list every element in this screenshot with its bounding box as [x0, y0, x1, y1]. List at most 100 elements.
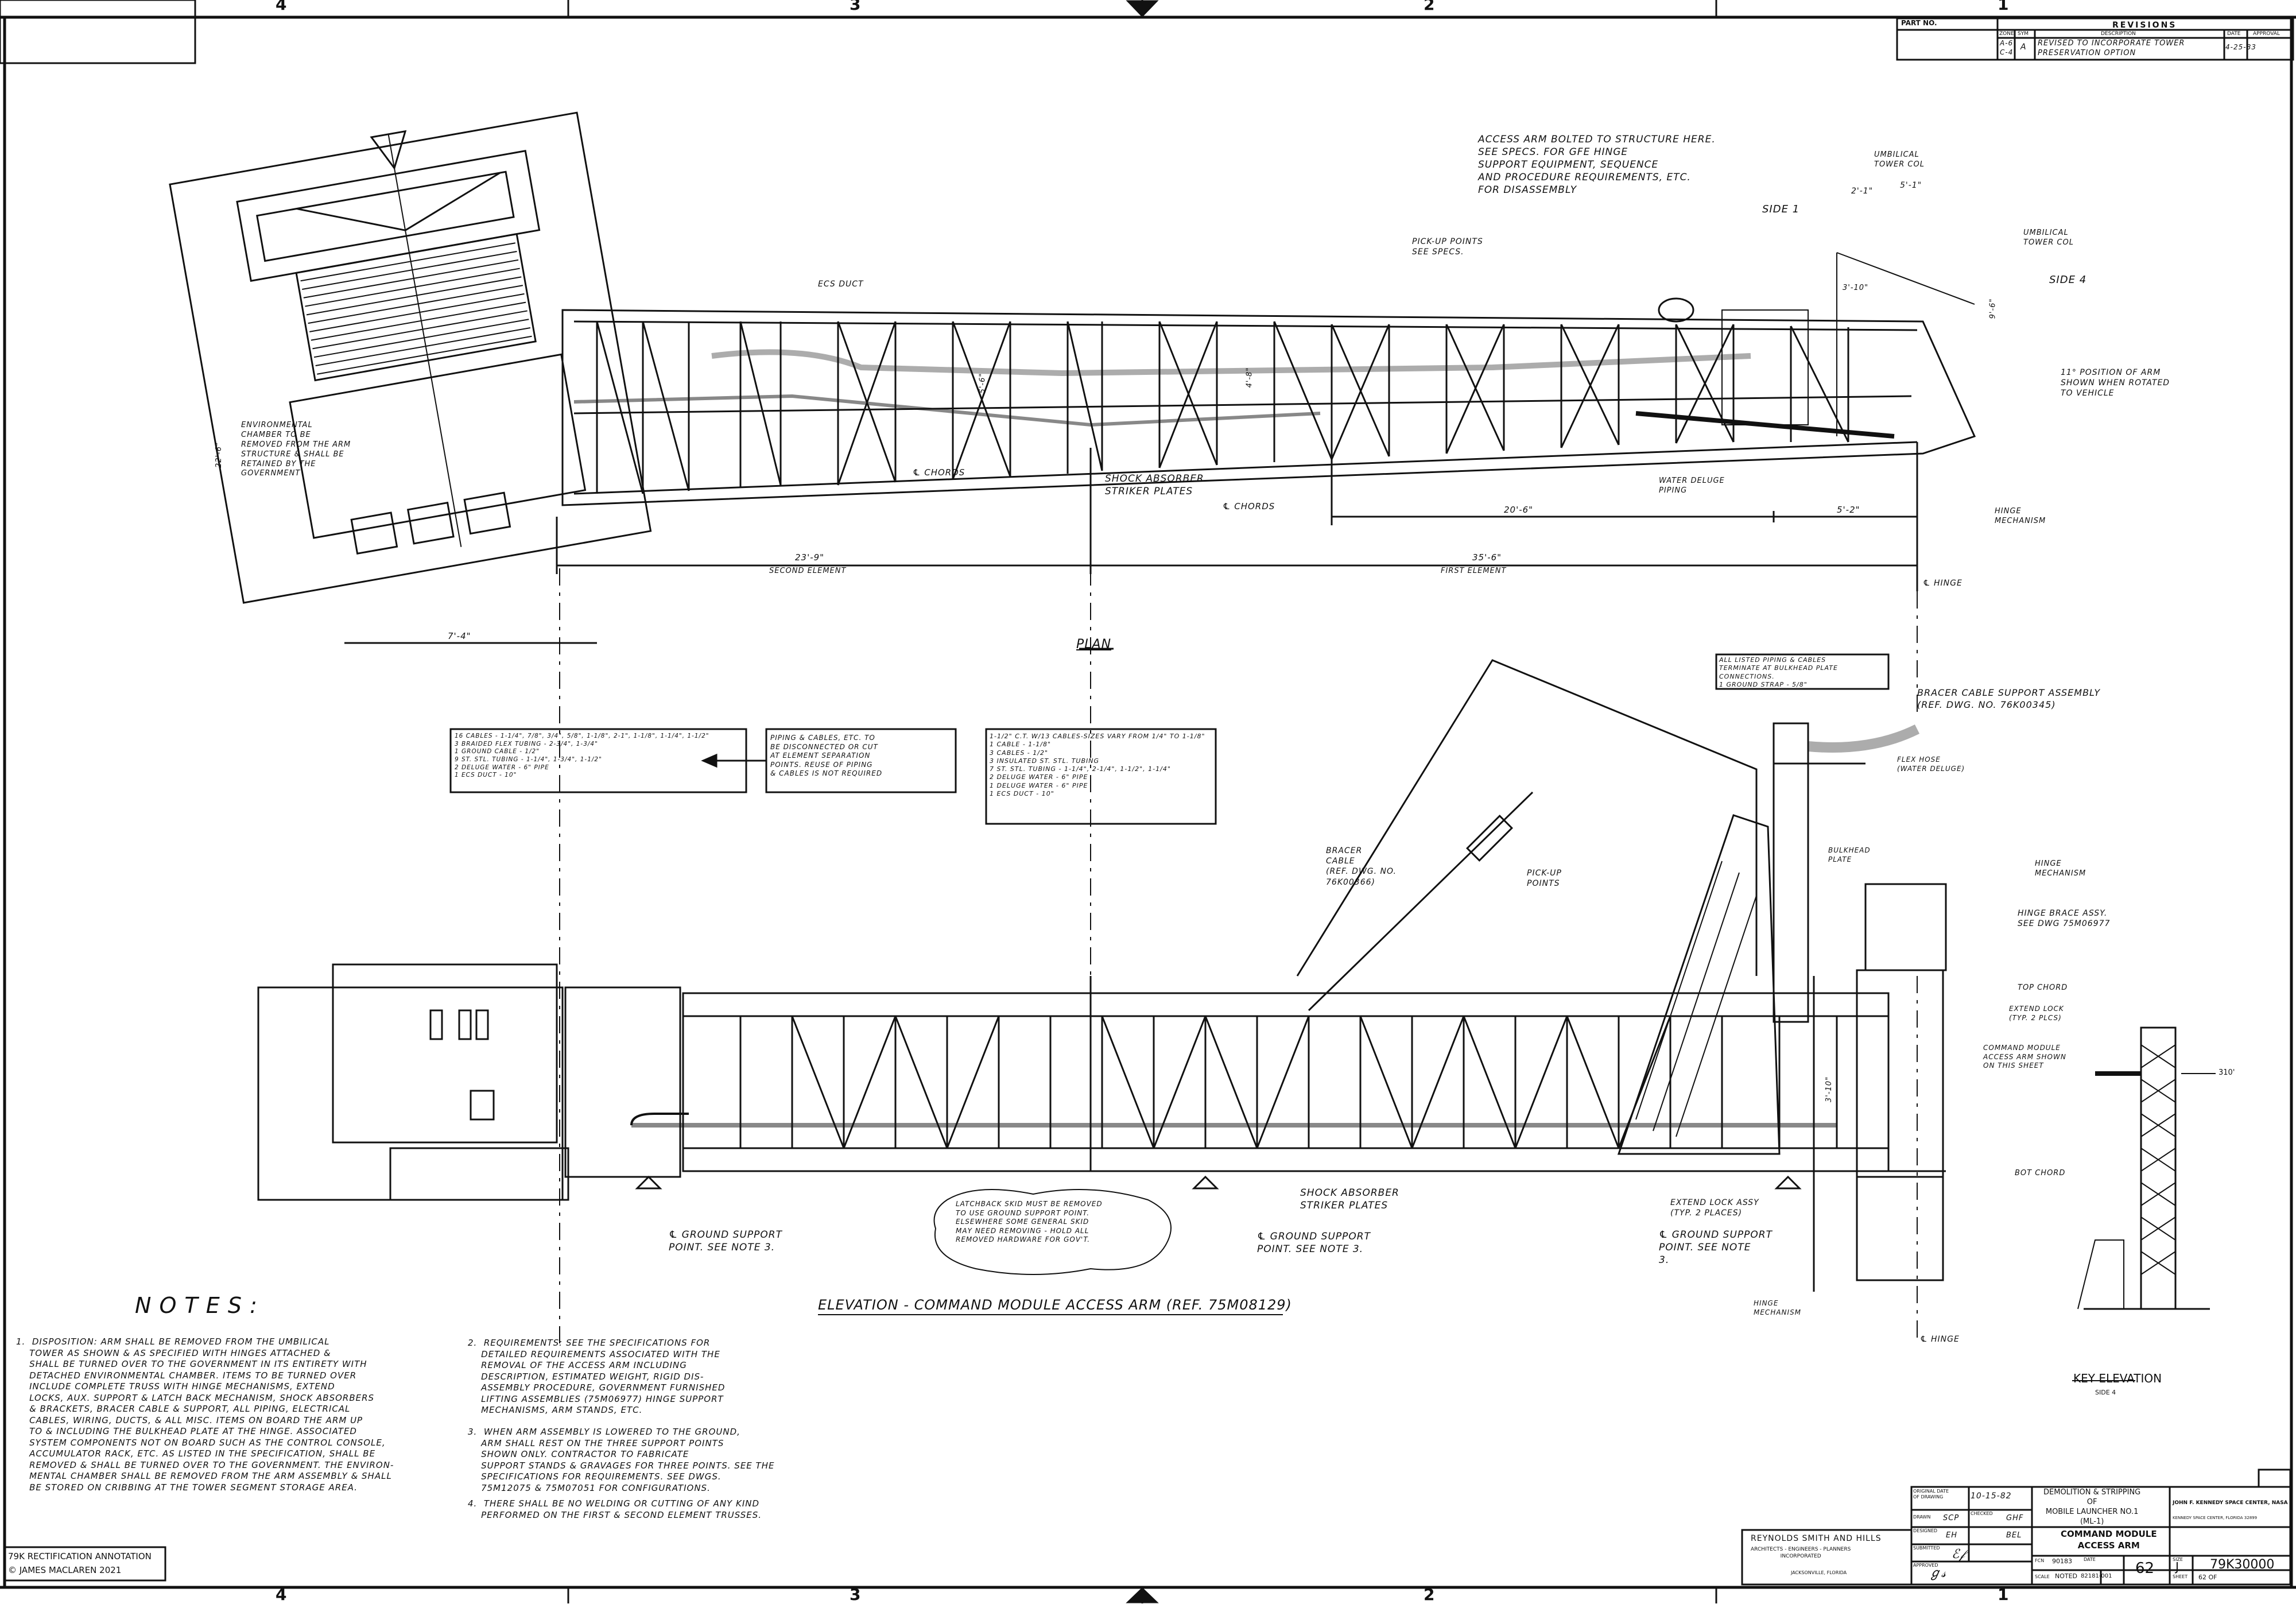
elev-flex-hose: FLEX HOSE (WATER DELUGE): [1897, 755, 1965, 773]
tb-scale: NOTED: [2055, 1572, 2078, 1580]
key-elevation-side: SIDE 4: [2095, 1389, 2116, 1396]
tb-drawn: SCP: [1943, 1514, 1960, 1522]
elev-bot-chord: BOT CHORD: [2015, 1169, 2066, 1177]
elev-bracer-cable-assembly: BRACER CABLE SUPPORT ASSEMBLY (REF. DWG.…: [1917, 687, 2101, 710]
plan-view-title: PLAN: [1076, 637, 1112, 652]
plan-dim-20-6: 20'-6": [1504, 505, 1534, 515]
plan-dim-35-6: 35'-6": [1472, 552, 1502, 563]
note-4: 4. THERE SHALL BE NO WELDING OR CUTTING …: [468, 1498, 762, 1520]
tb-signature-submitted: ℰ𝒻: [1952, 1547, 1965, 1562]
elev-ground-support-right: ℄ GROUND SUPPORT POINT. SEE NOTE 3.: [1659, 1229, 1773, 1266]
zone-marker-bottom-3: 3: [850, 1585, 861, 1604]
plan-dim-5-1: 5'-1": [1900, 181, 1922, 190]
tb-signature-approved: ℊ𝓈: [1929, 1566, 1946, 1580]
plan-umbilical-tower-col-top: UMBILICAL TOWER COL: [1874, 150, 1925, 169]
zone-marker-top-3: 3: [850, 0, 861, 14]
plan-umbilical-tower-col-right: UMBILICAL TOWER COL: [2023, 228, 2074, 247]
tb-sheet-label: SHEET: [2173, 1574, 2188, 1579]
elev-extend-lock: EXTEND LOCK (TYP. 2 PLCS): [2009, 1005, 2064, 1022]
tb-agency-sub: KENNEDY SPACE CENTER, FLORIDA 32899: [2173, 1516, 2258, 1520]
plan-position-note: 11° POSITION OF ARM SHOWN WHEN ROTATED T…: [2061, 368, 2170, 398]
note-1: 1. DISPOSITION: ARM SHALL BE REMOVED FRO…: [16, 1336, 394, 1493]
elev-pickup-points: PICK-UP POINTS: [1527, 869, 1562, 889]
tb-fcn-label: FCN: [2035, 1558, 2045, 1563]
cable-box-left: 16 CABLES - 1-1/4", 7/8", 3/4", 5/8", 1-…: [455, 733, 709, 779]
tb-sheet-of: 62 OF: [2198, 1574, 2217, 1581]
annotation-line-1: 79K RECTIFICATION ANNOTATION: [8, 1551, 152, 1562]
plan-dim-7-4: 7'-4": [448, 631, 471, 641]
elev-ground-support-mid: ℄ GROUND SUPPORT POINT. SEE NOTE 3.: [1257, 1231, 1371, 1256]
revisions-title: REVISIONS: [2112, 21, 2177, 30]
plan-env-chamber-note: ENVIRONMENTAL CHAMBER TO BE REMOVED FROM…: [241, 421, 351, 478]
annotation-line-2: © JAMES MACLAREN 2021: [8, 1565, 122, 1575]
plan-second-element: SECOND ELEMENT: [769, 567, 847, 575]
elev-ground-support-left: ℄ GROUND SUPPORT POINT. SEE NOTE 3.: [669, 1229, 782, 1254]
tb-original-date-label: ORIGINAL DATE OF DRAWING: [1913, 1489, 1949, 1500]
plan-side-4: SIDE 4: [2049, 274, 2087, 286]
tb-scale-label: SCALE: [2035, 1574, 2050, 1579]
tb-project-title: DEMOLITION & STRIPPING OF MOBILE LAUNCHE…: [2043, 1488, 2141, 1526]
plan-first-element: FIRST ELEMENT: [1441, 567, 1507, 575]
tb-checked-2: BEL: [2006, 1531, 2022, 1540]
plan-dim-5-6: 5'-6": [978, 373, 987, 394]
plan-side-1: SIDE 1: [1762, 203, 1800, 215]
tb-firm: REYNOLDS SMITH AND HILLS: [1751, 1534, 1882, 1543]
elev-command-module-note: COMMAND MODULE ACCESS ARM SHOWN ON THIS …: [1983, 1044, 2066, 1070]
tb-designed-label: DESIGNED: [1913, 1528, 1938, 1533]
elev-dim-3-10: 3'-10": [1825, 1076, 1834, 1102]
plan-shock-absorber: SHOCK ABSORBER STRIKER PLATES: [1105, 473, 1204, 498]
revision-row-zone: A-6 C-4: [2000, 39, 2014, 56]
tb-original-date: 10-15-82: [1971, 1491, 2012, 1501]
plan-access-arm-note: ACCESS ARM BOLTED TO STRUCTURE HERE. SEE…: [1478, 134, 1716, 196]
tb-submitted-label: SUBMITTED: [1913, 1545, 1940, 1551]
note-3: 3. WHEN ARM ASSEMBLY IS LOWERED TO THE G…: [468, 1427, 775, 1493]
elev-hinge-mechanism-top: HINGE MECHANISM: [2035, 859, 2086, 878]
cable-box-top-right: ALL LISTED PIPING & CABLES TERMINATE AT …: [1719, 656, 1838, 688]
revisions-part-no-label: PART NO.: [1901, 19, 1937, 27]
tb-approved-label: APPROVED: [1913, 1563, 1938, 1568]
note-2: 2. REQUIREMENTS: SEE THE SPECIFICATIONS …: [468, 1338, 726, 1415]
tb-firm-sub: ARCHITECTS - ENGINEERS - PLANNERS INCORP…: [1751, 1547, 1851, 1559]
tb-size-label: SIZE: [2173, 1557, 2183, 1562]
zone-marker-top-4: 4: [276, 0, 287, 14]
cable-box-right: 1-1/2" C.T. W/13 CABLES-SIZES VARY FROM …: [990, 733, 1205, 798]
key-elevation-title: KEY ELEVATION: [2073, 1371, 2162, 1385]
key-elevation-level: 310': [2219, 1068, 2235, 1077]
tb-drawn-label: DRAWN: [1913, 1514, 1931, 1520]
tb-fcn: 90183: [2052, 1557, 2072, 1565]
tb-designed: EH: [1946, 1531, 1957, 1540]
elev-hinge-brace: HINGE BRACE ASSY. SEE DWG 75M06977: [2018, 909, 2111, 929]
zone-marker-bottom-1: 1: [1998, 1585, 2009, 1604]
plan-dim-22-6: 22'-6": [215, 441, 224, 468]
tb-drawing-number: 79K30000: [2210, 1557, 2275, 1572]
elev-bracer-cable: BRACER CABLE (REF. DWG. NO. 76K00366): [1326, 846, 1397, 887]
plan-dim-23-9: 23'-9": [795, 552, 825, 563]
plan-dim-5-2: 5'-2": [1837, 505, 1860, 515]
plan-hinge-centerline: ℄ HINGE: [1923, 579, 1963, 588]
plan-chords-label-2: ℄ CHORDS: [1223, 501, 1275, 512]
notes-title: N O T E S :: [135, 1293, 258, 1318]
plan-ecs-duct: ECS DUCT: [818, 280, 864, 289]
elev-hinge-mechanism-bot: HINGE MECHANISM: [1754, 1299, 1802, 1316]
tb-size: J: [2175, 1560, 2179, 1574]
zone-marker-top-1: 1: [1998, 0, 2009, 14]
tb-contract: 82181-001: [2081, 1573, 2112, 1579]
zone-marker-top-2: 2: [1424, 0, 1435, 14]
elev-shock-absorber: SHOCK ABSORBER STRIKER PLATES: [1300, 1187, 1399, 1212]
tb-date-label: DATE: [2084, 1557, 2096, 1562]
plan-dim-2-1: 2'-1": [1851, 187, 1874, 196]
elev-extend-lock-assy: EXTEND LOCK ASSY (TYP. 2 PLACES): [1670, 1198, 1759, 1218]
elev-top-chord: TOP CHORD: [2018, 983, 2068, 992]
zone-marker-bottom-4: 4: [276, 1585, 287, 1604]
plan-dim-4-8: 4'-8": [1245, 367, 1254, 388]
elev-bulkhead-plate: BULKHEAD PLATE: [1828, 846, 1871, 863]
tb-sheet-number-large: 62: [2135, 1560, 2155, 1577]
tb-firm-city: JACKSONVILLE, FLORIDA: [1791, 1570, 1847, 1575]
revisions-header-sym: SYM: [2018, 31, 2029, 37]
plan-pickup-points: PICK-UP POINTS SEE SPECS.: [1412, 237, 1483, 257]
tb-agency: JOHN F. KENNEDY SPACE CENTER, NASA: [2173, 1500, 2288, 1506]
plan-water-deluge: WATER DELUGE PIPING: [1659, 476, 1725, 495]
elev-hinge-centerline: ℄ HINGE: [1920, 1335, 1960, 1344]
elev-view-title: ELEVATION - COMMAND MODULE ACCESS ARM (R…: [818, 1297, 1292, 1313]
